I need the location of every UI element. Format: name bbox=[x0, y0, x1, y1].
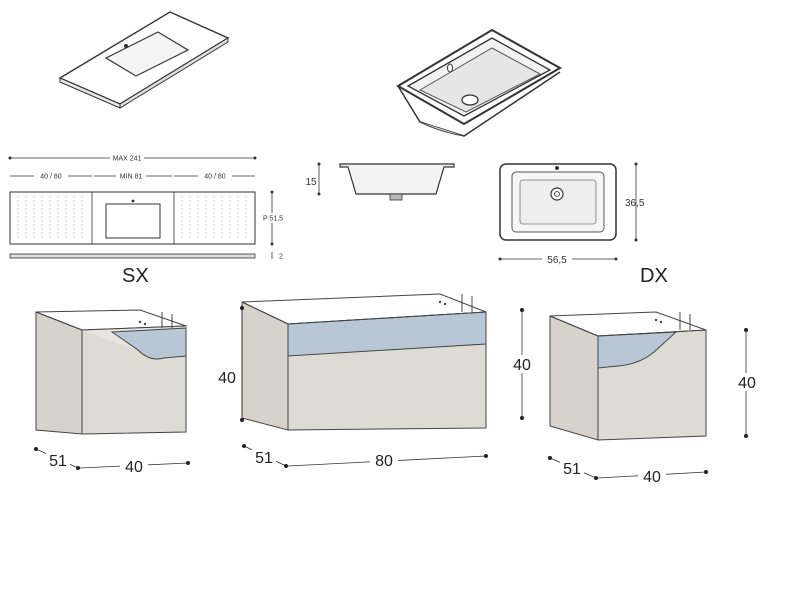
cabinet-right-dims: 40 40 51 40 bbox=[508, 308, 760, 486]
cabinet-right-width-label: 40 bbox=[643, 469, 661, 486]
sink-section-view: 15 bbox=[305, 162, 455, 201]
cabinet-right-height-label: 40 bbox=[513, 357, 531, 374]
left-span-label: 40 / 80 bbox=[40, 174, 62, 181]
sink-width-label: 56,5 bbox=[547, 255, 567, 266]
thickness-label: 2 bbox=[279, 254, 283, 261]
top-plan-view: MAX 241 40 / 80 MIN 81 40 / 80 bbox=[8, 153, 286, 261]
sink-plan-view: 36,5 56,5 bbox=[498, 162, 645, 266]
min-dimension-label: MIN 81 bbox=[120, 174, 143, 181]
cabinet-right-height-label-outer: 40 bbox=[738, 375, 756, 392]
max-dimension-label: MAX 241 bbox=[113, 156, 142, 163]
cabinet-right-depth-label: 51 bbox=[563, 461, 581, 478]
cabinet-left-width-label: 40 bbox=[125, 459, 143, 476]
basin-perspective bbox=[396, 28, 563, 137]
dotted-hatching bbox=[17, 196, 247, 240]
cabinet-center-dims: 40 51 80 bbox=[214, 306, 488, 470]
sink-height-label: 15 bbox=[305, 177, 317, 188]
cabinet-left bbox=[35, 309, 187, 435]
cabinet-center-height-label: 40 bbox=[218, 370, 236, 387]
cabinet-left-dims: 51 40 bbox=[34, 447, 190, 476]
cabinet-left-depth-label: 51 bbox=[49, 453, 67, 470]
right-span-label: 40 / 80 bbox=[204, 174, 226, 181]
left-side-label: SX bbox=[122, 265, 149, 287]
sink-depth-label: 36,5 bbox=[625, 198, 645, 209]
right-side-label: DX bbox=[640, 265, 668, 287]
countertop-perspective bbox=[58, 11, 230, 109]
cabinet-center-depth-label: 51 bbox=[255, 450, 273, 467]
plan-depth-label: P 51,5 bbox=[263, 216, 283, 223]
cabinet-center-width-label: 80 bbox=[375, 453, 393, 470]
cabinet-right bbox=[549, 311, 707, 441]
cabinet-center bbox=[241, 293, 487, 431]
